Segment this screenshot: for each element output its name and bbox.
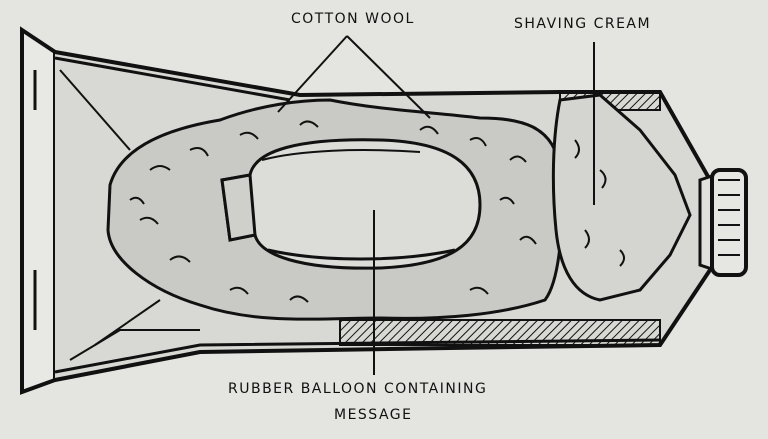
tube-cap bbox=[698, 168, 748, 277]
balloon-label-line2: MESSAGE bbox=[334, 407, 413, 423]
balloon-label-line1: RUBBER BALLOON CONTAINING bbox=[228, 381, 488, 397]
tube-crimped-end bbox=[20, 26, 57, 395]
shaving-cream bbox=[551, 93, 692, 302]
leader-lines bbox=[277, 35, 595, 375]
rubber-balloon bbox=[220, 138, 482, 270]
shaving-cream-label: SHAVING CREAM bbox=[514, 16, 652, 32]
cotton-wool-label: COTTON WOOL bbox=[291, 11, 415, 27]
